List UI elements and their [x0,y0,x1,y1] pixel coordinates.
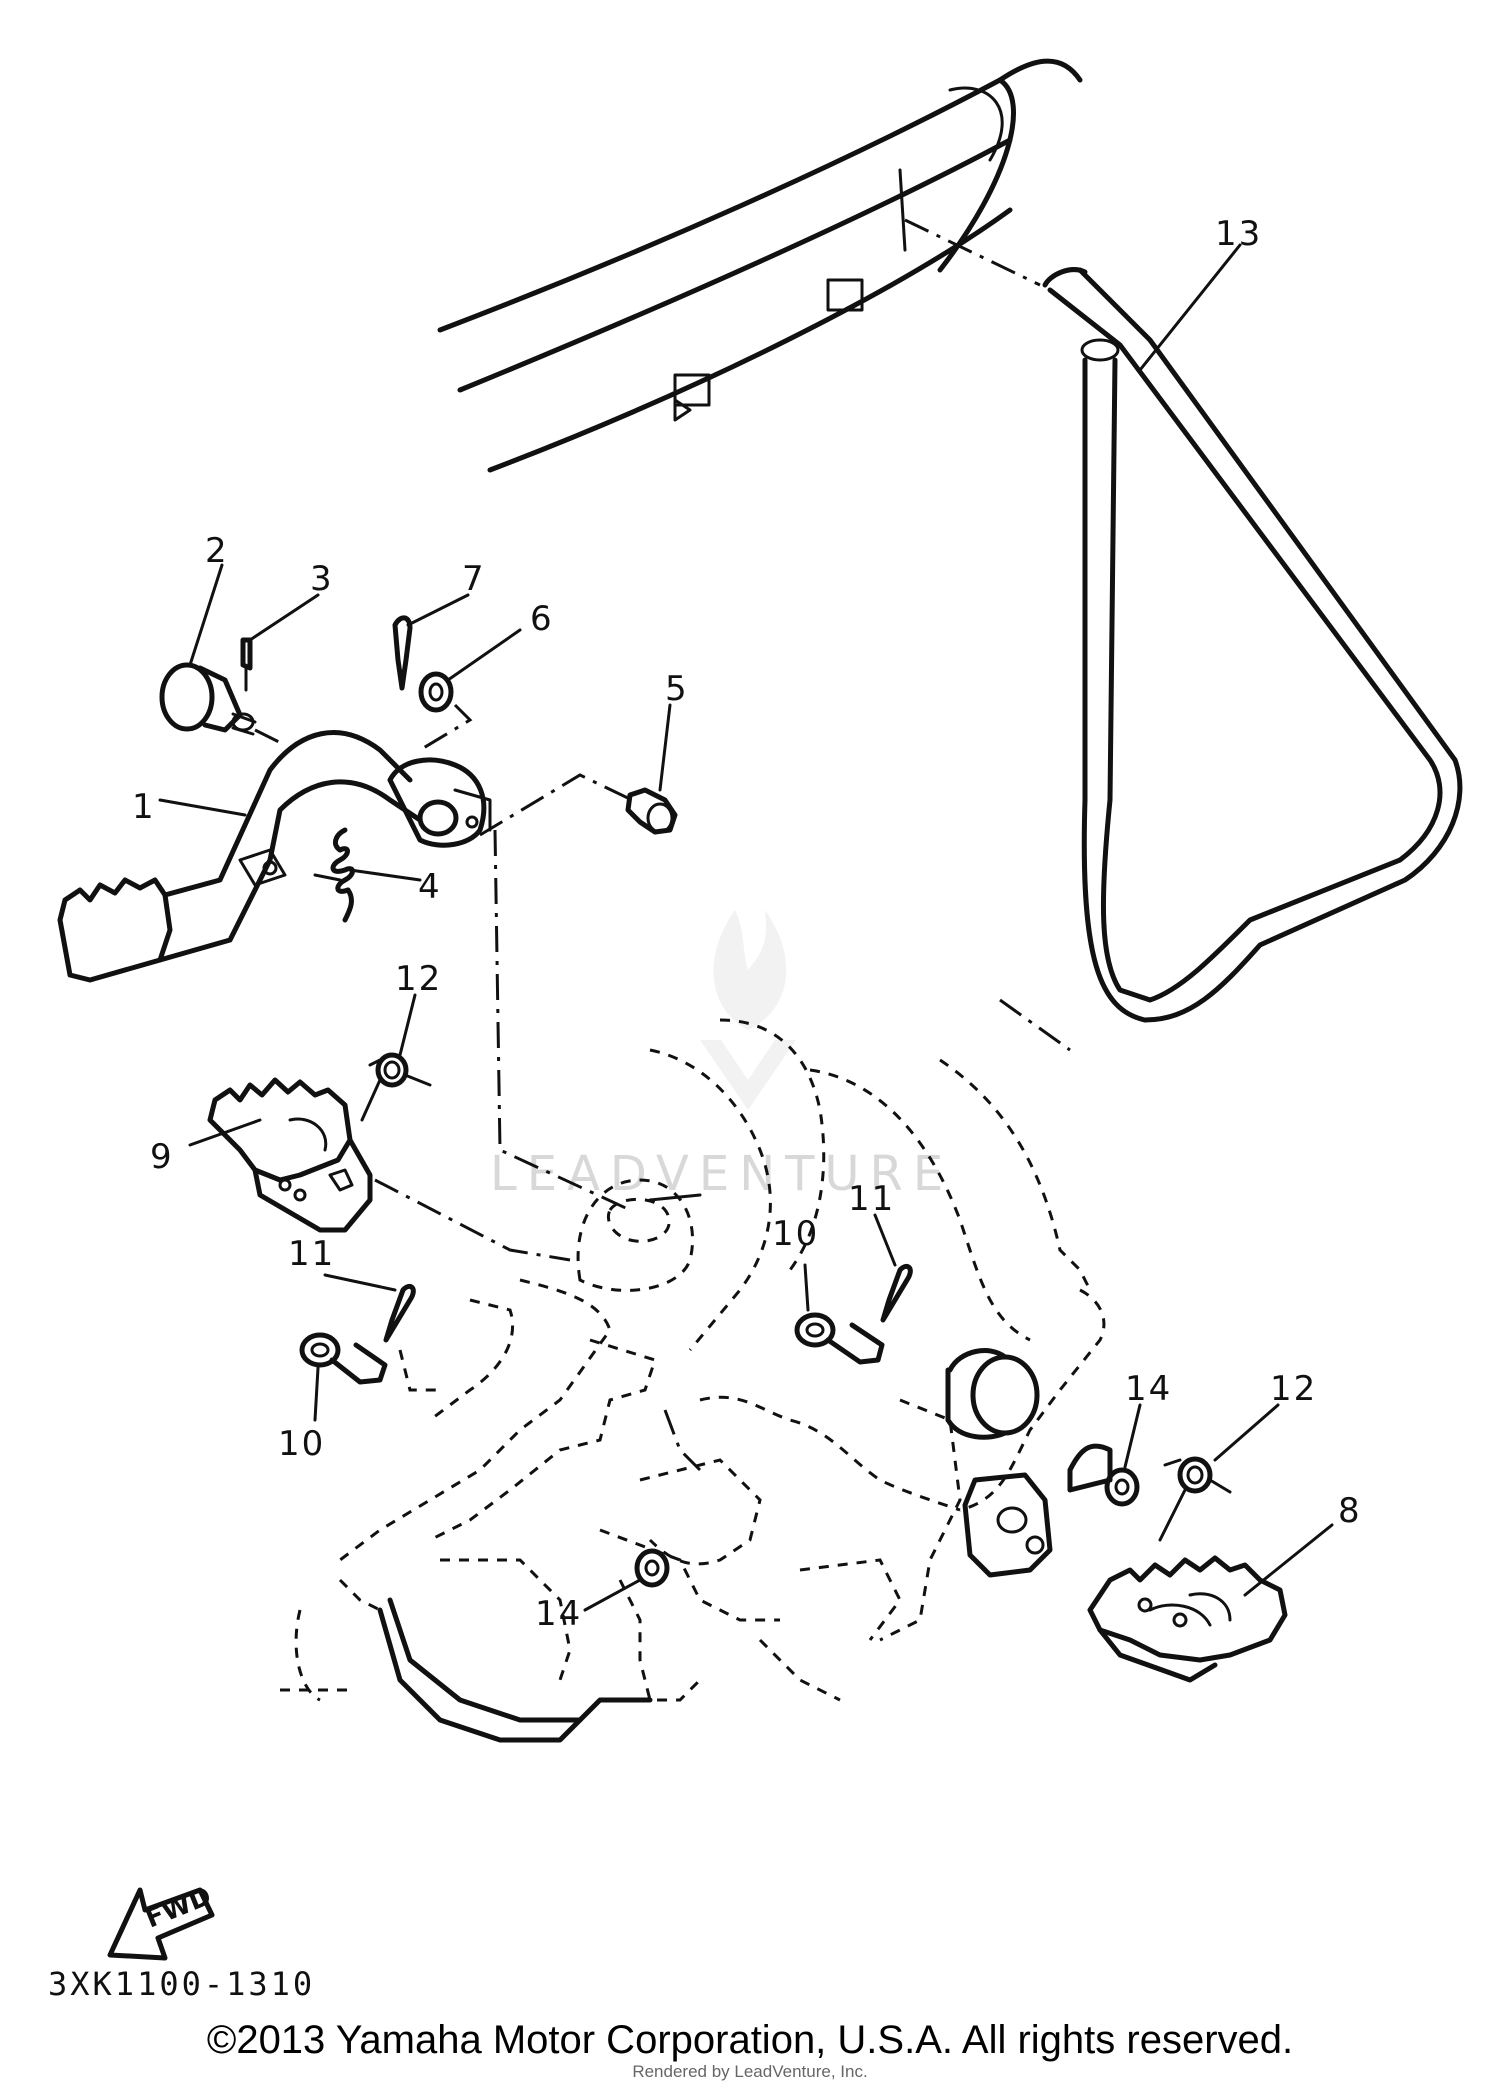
return-spring-4 [313,827,355,923]
washer-6 [418,671,473,752]
callout-9: 9 [150,1137,174,1177]
pin-5 [479,773,678,837]
pin-10-right [794,1312,885,1365]
callout-2: 2 [205,531,229,571]
pin-10-left [299,1332,388,1385]
callout-8: 8 [1338,1491,1362,1531]
callout-11-left: 11 [288,1234,335,1274]
rear-fender [437,58,1083,473]
callout-11-right: 11 [848,1179,895,1219]
spring-12-left [360,1052,432,1122]
frame-outline [280,829,1113,1743]
callout-6: 6 [530,599,554,639]
spring-12-right [1158,1456,1232,1542]
callout-3: 3 [310,559,334,599]
side-stand [904,218,1463,1023]
washer-14-right [1104,1467,1140,1507]
cotter-pin-7 [392,615,413,691]
copyright-notice: ©2013 Yamaha Motor Corporation, U.S.A. A… [206,2018,1294,2062]
rendered-by-note: Rendered by LeadVenture, Inc. [632,2062,868,2081]
callout-13: 13 [1215,214,1262,254]
leader-lines [158,243,1334,1612]
callout-4: 4 [418,867,442,907]
watermark-text: LEADVENTURE [490,1146,953,1202]
brake-pedal [57,730,492,983]
callout-1: 1 [132,787,156,827]
cotter-pin-11-left [383,1283,416,1343]
cotter-pin-3 [240,637,253,692]
fwd-arrow-icon: FWD [107,1881,216,1961]
callout-12-left: 12 [395,959,442,999]
footrest-left [207,1077,373,1233]
washer-14-lower [634,1548,670,1588]
callout-12-right: 12 [1270,1369,1317,1409]
cotter-pin-11-right [880,1263,913,1323]
callout-14-lower: 14 [535,1594,582,1634]
pivot-shaft [159,662,286,747]
callout-14-right: 14 [1125,1369,1172,1409]
callout-7: 7 [462,559,486,599]
watermark-logo [700,910,796,1110]
callout-10-left: 10 [278,1424,325,1464]
part-code: 3XK1100-1310 [48,1965,315,2003]
callout-10-right: 10 [772,1214,819,1254]
engine-boss [945,1348,1053,1578]
callout-5: 5 [665,669,689,709]
svg-text:FWD: FWD [141,1881,215,1934]
footrest-right [1087,1555,1288,1683]
